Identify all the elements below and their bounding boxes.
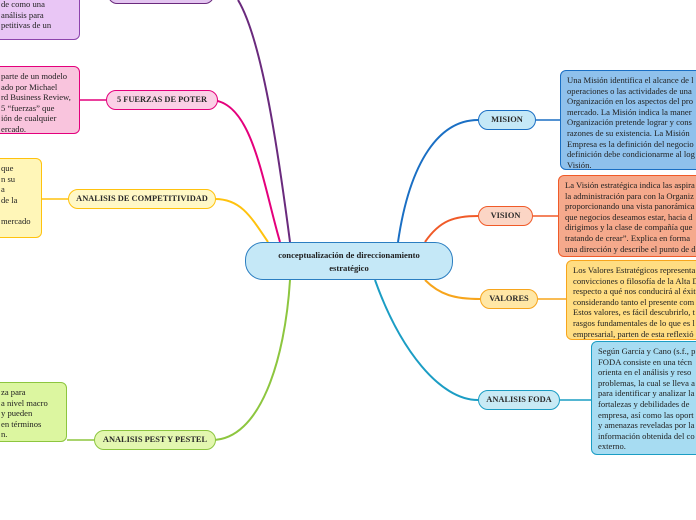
fuerzas-note: parte de un modelo ado por Michael rd Bu… — [0, 66, 80, 134]
central-topic[interactable]: conceptualización de direccionamiento es… — [245, 242, 453, 280]
valores-note: Los Valores Estratégicos representa conv… — [566, 260, 696, 340]
topic-fuerzas[interactable]: 5 FUERZAS DE POTER — [106, 90, 218, 110]
topic-mision[interactable]: MISION — [478, 110, 536, 130]
topic-top-stub[interactable] — [108, 0, 214, 4]
connector-vision — [424, 215, 479, 243]
topic-competitividad[interactable]: ANALISIS DE COMPETITIVIDAD — [68, 189, 216, 209]
competitividad-note: que n su a de la mercado — [0, 158, 42, 238]
topic-vision[interactable]: VISION — [478, 206, 533, 226]
topic-foda[interactable]: ANALISIS FODA — [478, 390, 560, 410]
top-note: de como una análisis para petitivas de u… — [0, 0, 80, 40]
connector-top — [237, 0, 291, 243]
mision-note: Una Misión identifica el alcance de l op… — [560, 70, 696, 170]
connector-valores — [424, 279, 481, 300]
pest-note: za para a nivel macro y pueden en términ… — [0, 382, 67, 442]
connector-mision — [397, 119, 479, 243]
connector-fuerzas — [209, 99, 281, 243]
foda-note: Según García y Cano (s.f., p FODA consis… — [591, 341, 696, 455]
connector-pest — [211, 279, 291, 441]
connector-foda — [374, 279, 479, 401]
topic-valores[interactable]: VALORES — [480, 289, 538, 309]
topic-pest[interactable]: ANALISIS PEST Y PESTEL — [94, 430, 216, 450]
vision-note: La Visión estratégica indica las aspira … — [558, 175, 696, 257]
connector-competitividad — [214, 198, 269, 243]
